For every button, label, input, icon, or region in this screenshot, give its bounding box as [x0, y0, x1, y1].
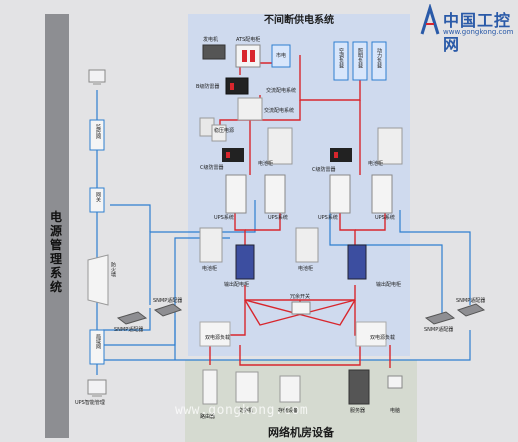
lighting-label: 照明负载	[357, 48, 363, 68]
snmp-left-2-label: SNMP适配器	[153, 298, 183, 304]
management-column	[45, 14, 69, 438]
storage-label: 存储设备	[278, 408, 299, 414]
switch-device-label: 交换机	[238, 408, 254, 414]
ups-system-3-label: UPS系统	[318, 215, 338, 221]
snmp-left-1-label: SNMP适配器	[114, 327, 144, 333]
ac-unit-label: 空调负载	[338, 48, 344, 68]
ups-system-1-label: UPS系统	[214, 215, 234, 221]
mains-label: 市电	[276, 53, 287, 59]
battery-left-label: 电池柜	[202, 266, 218, 272]
power-load-label: 动力负载	[376, 48, 382, 68]
output-left-label: 输出配电柜	[224, 282, 250, 288]
mgmt-gateway-label: 网关	[95, 192, 101, 202]
logo-name: 中国工控网	[443, 11, 512, 54]
mgmt-ups-manager-label: UPS智能管理	[75, 400, 105, 406]
logo	[418, 4, 518, 40]
c-protector-left-label: C级防雷器	[200, 165, 224, 171]
ats-label: ATS配电柜	[236, 37, 261, 43]
regulator-label: 稳压电源	[214, 128, 235, 134]
generator-label: 发电机	[203, 37, 219, 43]
watermark: www.gongkong.com	[175, 403, 309, 418]
dual-right-label: 双电源负载	[370, 335, 396, 341]
mgmt-firewall-label: 防火墙	[110, 262, 116, 277]
dual-left-label: 双电源负载	[205, 335, 231, 341]
mgmt-lan-label: 监控网	[95, 124, 101, 139]
router-label: 路由器	[200, 414, 216, 420]
mgmt-devices	[87, 69, 109, 397]
logo-mark-icon	[420, 4, 440, 35]
switch-label: 冗余开关	[290, 294, 311, 300]
ups-system-2-label: UPS系统	[268, 215, 288, 221]
snmp-right-1-label: SNMP适配器	[424, 327, 454, 333]
c-protector-right-label: C级防雷器	[312, 167, 336, 173]
mgmt-local-net-label: 局域网	[95, 334, 101, 349]
network-lines	[96, 90, 471, 375]
snmp-adapters	[116, 303, 486, 325]
snmp-right-2-label: SNMP适配器	[456, 298, 486, 304]
pc-label: 电脑	[390, 408, 401, 414]
ac-dist-label: 交流配电系统	[266, 88, 297, 94]
management-title: 电源管理系统	[49, 210, 62, 294]
ups-system-4-label: UPS系统	[375, 215, 395, 221]
room-devices	[202, 369, 403, 405]
server-label: 服务器	[350, 408, 366, 414]
ups-devices	[199, 41, 403, 347]
battery-left-top-label: 电池柜	[258, 161, 274, 167]
room-panel-title: 网络机房设备	[268, 426, 334, 439]
b-protector-label: B级防雷器	[196, 84, 220, 90]
battery-mid-label: 电池柜	[298, 266, 314, 272]
ups-panel-title: 不间断供电系统	[264, 15, 334, 26]
ac-distributor-label: 交流配电系统	[264, 108, 295, 114]
battery-right-top-label: 电池柜	[368, 161, 384, 167]
logo-url: www.gongkong.com	[443, 28, 514, 36]
network-room-panel	[185, 360, 417, 442]
output-right-label: 输出配电柜	[376, 282, 402, 288]
